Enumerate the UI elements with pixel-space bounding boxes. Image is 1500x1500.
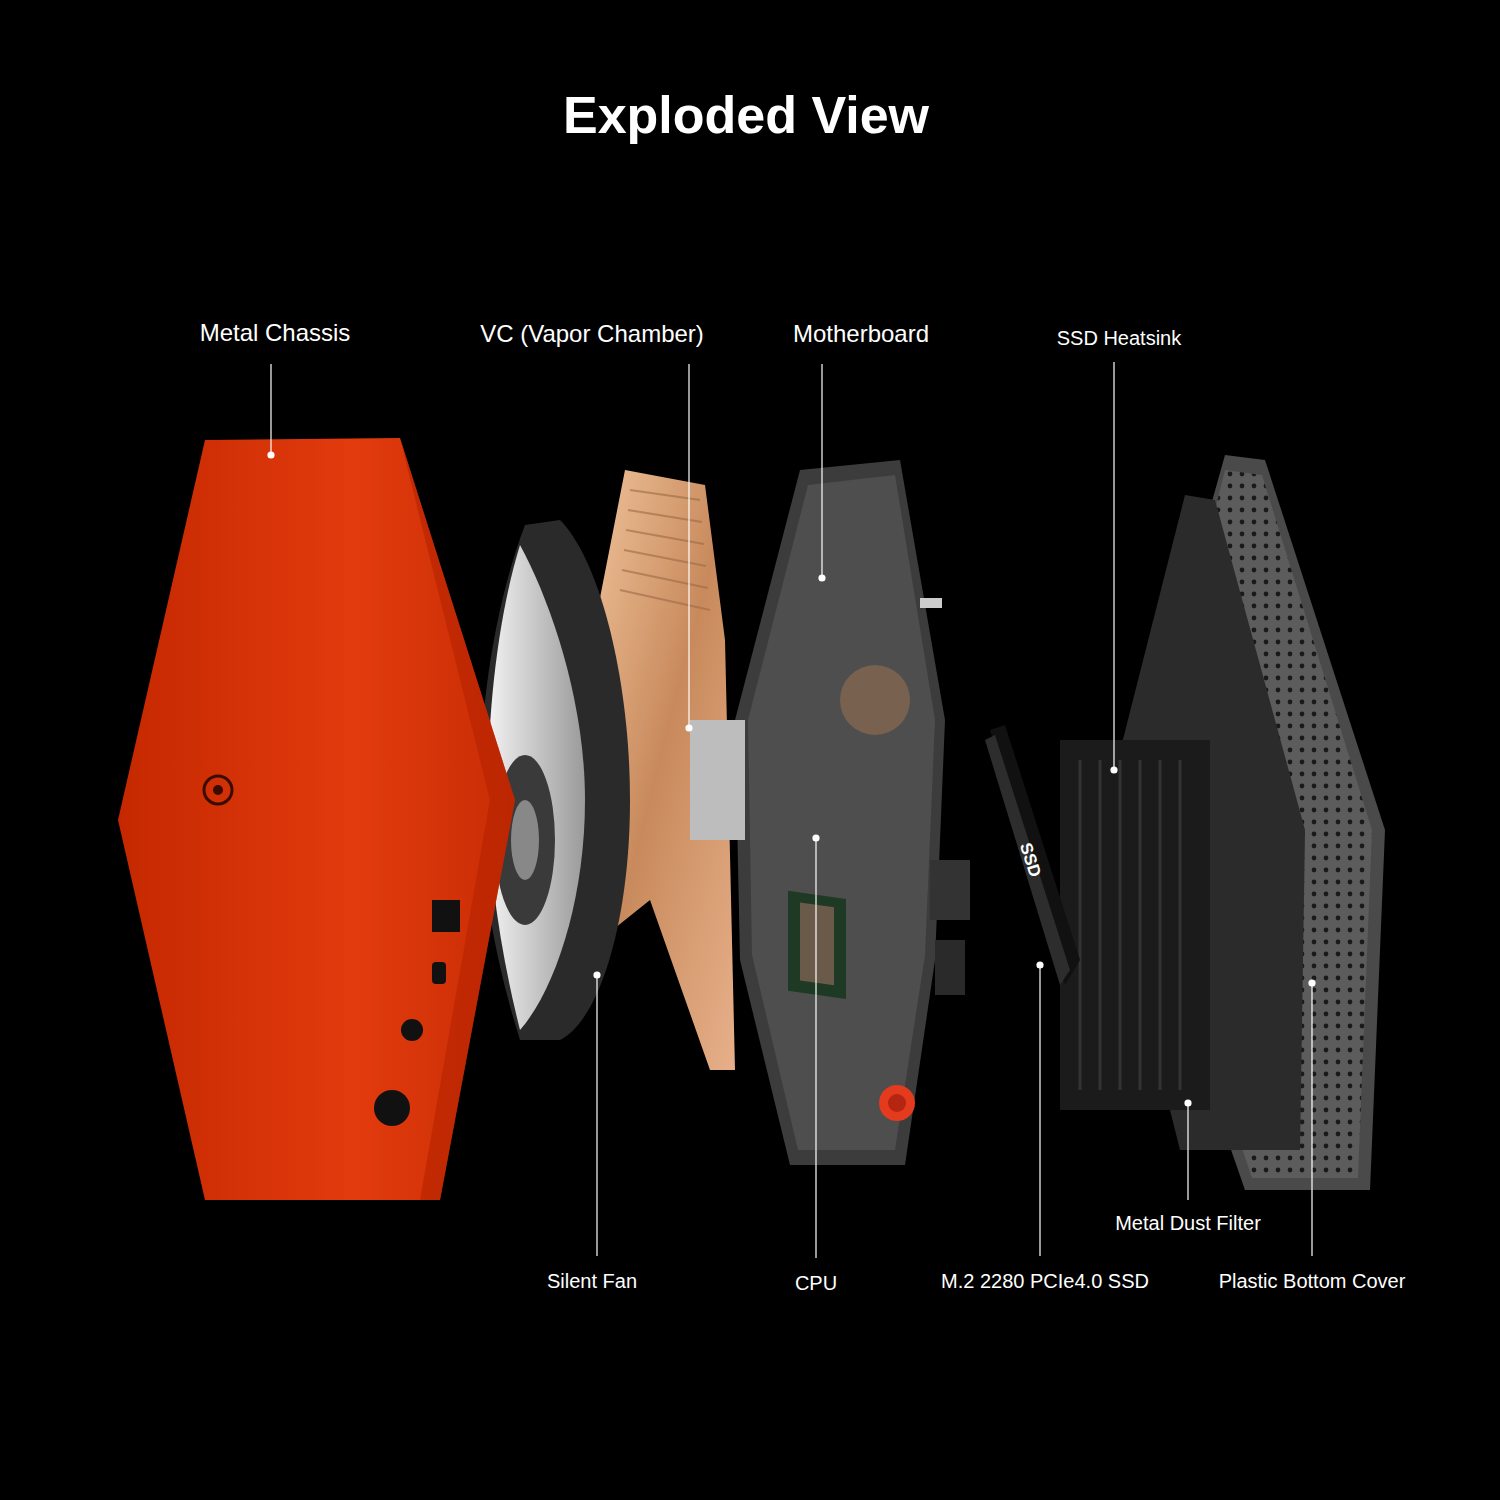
part-label: Silent Fan [547, 1270, 637, 1293]
part-label: VC (Vapor Chamber) [480, 320, 704, 348]
part-label: Plastic Bottom Cover [1219, 1270, 1406, 1293]
part-label: Metal Chassis [200, 319, 351, 347]
motherboard [735, 460, 970, 1165]
part-label: M.2 2280 PCIe4.0 SSD [941, 1270, 1149, 1293]
ssd-stick [985, 725, 1080, 985]
leader-lines [268, 362, 1315, 1258]
part-label: Motherboard [793, 320, 929, 348]
ssd-heatsink [1060, 495, 1305, 1150]
title: Exploded View [563, 85, 929, 145]
part-label: SSD Heatsink [1057, 327, 1182, 350]
metal-chassis [118, 438, 515, 1200]
part-label: CPU [795, 1272, 837, 1295]
part-label: Metal Dust Filter [1115, 1212, 1261, 1235]
